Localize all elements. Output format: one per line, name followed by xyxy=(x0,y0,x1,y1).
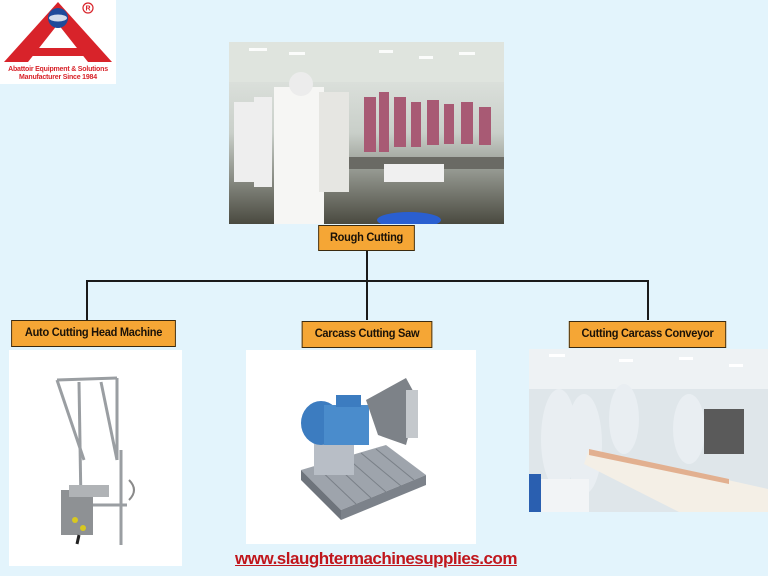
connector-right-vertical xyxy=(647,280,649,320)
svg-text:R: R xyxy=(85,6,90,13)
logo-tagline-1: Abattoir Equipment & Solutions xyxy=(8,66,108,73)
carcass-cutting-saw-photo xyxy=(246,350,476,544)
auto-cutting-head-machine-photo xyxy=(9,350,182,566)
logo-a-mark-icon: R xyxy=(4,2,112,62)
connector-left-vertical xyxy=(86,280,88,320)
logo-tagline-2: Manufacturer Since 1984 xyxy=(19,74,97,81)
child-node-cutting-carcass-conveyor: Cutting Carcass Conveyor xyxy=(568,321,727,348)
rough-cutting-photo xyxy=(229,42,504,224)
cutting-conveyor-photo xyxy=(529,349,768,512)
child-node-carcass-cutting-saw: Carcass Cutting Saw xyxy=(301,321,433,348)
company-logo: R Abattoir Equipment & Solutions Manufac… xyxy=(0,0,116,84)
website-link[interactable]: www.slaughtermachinesupplies.com xyxy=(235,549,517,568)
connector-root-vertical xyxy=(366,251,368,282)
connector-middle-vertical xyxy=(366,280,368,320)
child-node-auto-cutting-head-machine: Auto Cutting Head Machine xyxy=(11,320,176,347)
root-node-rough-cutting: Rough Cutting xyxy=(318,225,415,251)
